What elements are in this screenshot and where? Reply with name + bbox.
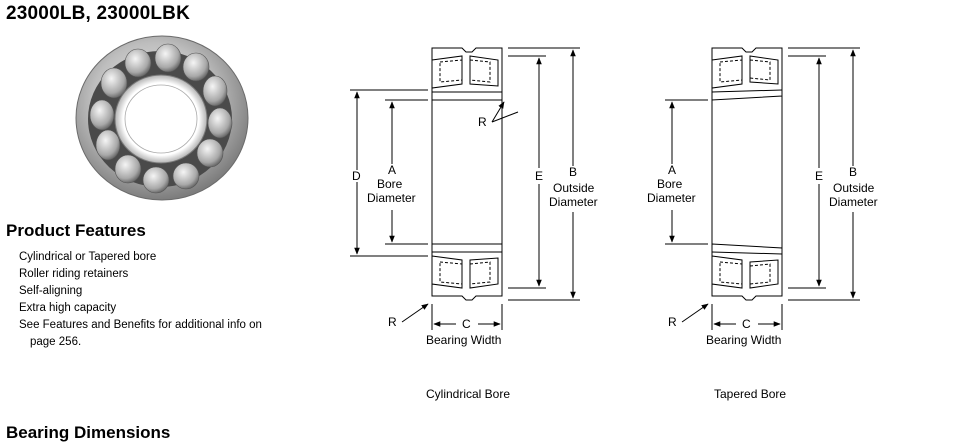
label-outside: Outside	[553, 181, 595, 195]
product-features-list: Cylindrical or Tapered bore Roller ridin…	[19, 249, 262, 351]
label-E: E	[815, 169, 823, 183]
feature-item-continuation: page 256.	[30, 336, 82, 348]
feature-item: Self-aligning	[19, 285, 83, 297]
label-R-bottom: R	[668, 315, 677, 329]
feature-item-text: See Features and Benefits for additional…	[19, 319, 262, 331]
cylindrical-bore-diagram	[350, 47, 580, 330]
feature-item: See Features and Benefits for additional…	[19, 317, 262, 351]
label-B: B	[569, 165, 577, 179]
page-title: 23000LB, 23000LBK	[6, 3, 191, 24]
cylindrical-bore-labels: D A Bore Diameter E B Outside Diameter R…	[352, 115, 598, 401]
lower-ring-section	[431, 243, 503, 301]
tapered-bore-diagram	[665, 47, 860, 330]
upper-ring-section	[711, 47, 783, 101]
label-outside: Outside	[833, 181, 875, 195]
label-diameter: Diameter	[367, 191, 416, 205]
label-A: A	[668, 163, 676, 177]
label-C: C	[462, 317, 471, 331]
label-B: B	[849, 165, 857, 179]
label-diameter: Diameter	[647, 191, 696, 205]
label-bearing-width: Bearing Width	[426, 333, 501, 347]
label-od-diameter: Diameter	[829, 195, 878, 209]
feature-item: Extra high capacity	[19, 302, 117, 314]
feature-item: Cylindrical or Tapered bore	[19, 251, 157, 263]
lower-ring-section	[711, 243, 783, 301]
label-R-bottom: R	[388, 315, 397, 329]
caption-cylindrical-bore: Cylindrical Bore	[426, 387, 510, 401]
bearing-dimensions-heading: Bearing Dimensions	[6, 423, 171, 442]
product-features-heading: Product Features	[6, 221, 146, 240]
label-C: C	[742, 317, 751, 331]
caption-tapered-bore: Tapered Bore	[714, 387, 786, 401]
feature-item: Roller riding retainers	[19, 268, 129, 280]
bearing-photo	[75, 35, 249, 201]
label-R-top: R	[478, 115, 487, 129]
label-bearing-width: Bearing Width	[706, 333, 781, 347]
label-bore: Bore	[377, 177, 403, 191]
label-od-diameter: Diameter	[549, 195, 598, 209]
label-A: A	[388, 163, 396, 177]
label-bore: Bore	[657, 177, 683, 191]
tapered-bore-labels: A Bore Diameter E B Outside Diameter R C…	[647, 163, 878, 401]
label-D: D	[352, 169, 361, 183]
label-E: E	[535, 169, 543, 183]
upper-ring-section	[431, 47, 503, 101]
